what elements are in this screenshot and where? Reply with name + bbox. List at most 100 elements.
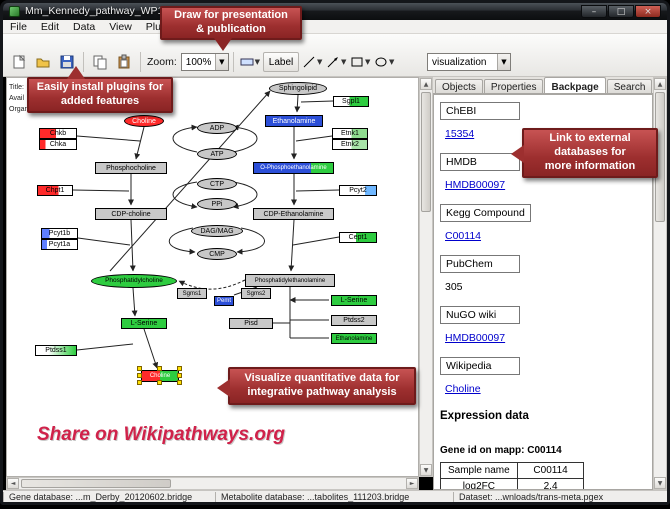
visualization-dropdown-arrow-icon[interactable]: ▼: [497, 54, 510, 70]
pathway-node-cdp-choline[interactable]: CDP-choline: [95, 208, 167, 220]
app-icon: [9, 5, 20, 17]
callout-line: databases for: [554, 146, 626, 159]
tab-backpage[interactable]: Backpage: [544, 77, 606, 93]
backpage-link-nugo-wiki[interactable]: HMDB00097: [445, 332, 506, 344]
canvas-info-label: Organ: [9, 106, 29, 113]
tab-properties[interactable]: Properties: [483, 79, 544, 93]
shape-tool-button[interactable]: ▼: [348, 51, 372, 73]
selection-handle[interactable]: [157, 366, 162, 371]
paste-button[interactable]: [112, 51, 136, 73]
selection-handle[interactable]: [137, 366, 142, 371]
pathway-node-adp[interactable]: ADP: [197, 122, 237, 134]
canvas-horizontal-scrollbar[interactable]: ◄ ►: [6, 477, 419, 490]
copy-button[interactable]: [88, 51, 112, 73]
side-tabs: ObjectsPropertiesBackpageSearchLegend: [433, 77, 670, 94]
selection-handle[interactable]: [137, 373, 142, 378]
pathway-node-sgms2[interactable]: Sgms2: [241, 288, 271, 299]
horizontal-scroll-thumb[interactable]: [21, 479, 171, 488]
pathway-edge: [77, 237, 131, 246]
scroll-down-arrow-icon[interactable]: ▼: [420, 464, 432, 476]
pathway-node-chkb[interactable]: Chkb: [39, 128, 77, 139]
pathway-node-ctp[interactable]: CTP: [197, 178, 237, 190]
pathway-node-o-phosphoethanolamine[interactable]: O-Phosphoethanolamine: [253, 162, 334, 174]
open-folder-icon: [36, 58, 50, 68]
scroll-up-arrow-icon[interactable]: ▲: [420, 78, 432, 90]
selection-handle[interactable]: [177, 373, 182, 378]
pathway-node-etnk1[interactable]: Etnk1: [332, 128, 368, 139]
ellipse-tool-button[interactable]: ▼: [372, 51, 396, 73]
pathway-node-cdp-ethanolamine[interactable]: CDP-Ethanolamine: [253, 208, 334, 220]
pathway-node-sphingolipid[interactable]: Sphingolipid: [269, 82, 327, 95]
pathway-node-pisd[interactable]: Pisd: [229, 318, 273, 329]
menu-file[interactable]: File: [10, 20, 27, 33]
pathway-node-pcyt1b[interactable]: Pcyt1b: [41, 228, 78, 239]
selection-handle[interactable]: [177, 366, 182, 371]
line-tool-button[interactable]: ▼: [300, 51, 324, 73]
selection-handle[interactable]: [177, 380, 182, 385]
pathway-node-pcyt2[interactable]: Pcyt2: [339, 185, 377, 196]
pathway-node-pcyt1a[interactable]: Pcyt1a: [41, 239, 78, 250]
pathway-node-choline[interactable]: Choline: [124, 115, 164, 127]
selection-handle[interactable]: [137, 380, 142, 385]
zoom-dropdown-arrow-icon[interactable]: ▼: [214, 54, 228, 70]
label-tool-button[interactable]: Label: [262, 52, 300, 72]
pathway-node-atp[interactable]: ATP: [197, 148, 237, 160]
selection-handle[interactable]: [157, 380, 162, 385]
pathway-node-ethanolamine[interactable]: Ethanolamine: [265, 115, 323, 127]
pathway-node-sgpl1[interactable]: Sgpl1: [333, 96, 369, 107]
pathway-node-ppi[interactable]: PPi: [197, 198, 237, 210]
pathway-edge: [72, 189, 130, 192]
vertical-scroll-thumb[interactable]: [421, 92, 431, 212]
menu-view[interactable]: View: [109, 20, 132, 33]
backpage-header-pubchem: PubChem: [440, 255, 520, 273]
tab-search[interactable]: Search: [606, 79, 653, 93]
pathway-node-ptdss1[interactable]: Ptdss1: [35, 345, 77, 356]
pathway-node-etnk2[interactable]: Etnk2: [332, 139, 368, 150]
arrow-tool-icon: [327, 57, 339, 68]
backpage-link-chebi[interactable]: 15354: [445, 128, 475, 140]
new-button[interactable]: [7, 51, 31, 73]
pathway-node-dag-mag[interactable]: DAG/MAG: [191, 225, 243, 237]
backpage-link-hmdb[interactable]: HMDB00097: [445, 179, 506, 191]
datanode-tool-button[interactable]: ▼: [238, 51, 262, 73]
open-button[interactable]: [31, 51, 55, 73]
pathway-node-phosphocholine[interactable]: Phosphocholine: [95, 162, 167, 174]
pathway-node-l-serine[interactable]: L-Serine: [331, 295, 377, 306]
pathway-node-chpt1[interactable]: Chpt1: [37, 185, 73, 196]
menu-data[interactable]: Data: [73, 20, 96, 33]
callout-line: Easily install plugins for: [36, 81, 164, 94]
callout-arrow-left: [511, 145, 524, 163]
maximize-button[interactable]: □: [608, 4, 634, 18]
pathway-node-sgms1[interactable]: Sgms1: [177, 288, 207, 299]
zoom-value[interactable]: 100%: [185, 56, 212, 68]
minimize-button[interactable]: –: [581, 4, 607, 18]
pathway-node-phosphatidylcholine[interactable]: Phosphatidylcholine: [91, 274, 177, 288]
scroll-left-arrow-icon[interactable]: ◄: [7, 478, 19, 489]
pathway-node-l-serine[interactable]: L-Serine: [121, 318, 167, 329]
pathway-node-cmp[interactable]: CMP: [197, 248, 237, 260]
pathway-node-phosphatidylethanolamine[interactable]: Phosphatidylethanolamine: [245, 274, 335, 287]
close-button[interactable]: ×: [635, 4, 661, 18]
canvas-info-label: Title:: [9, 84, 24, 91]
pathway-node-ethanolamine[interactable]: Ethanolamine: [331, 333, 377, 344]
pathway-node-chka[interactable]: Chka: [39, 139, 77, 150]
pathway-node-ptdss2[interactable]: Ptdss2: [331, 315, 377, 326]
expression-table-cell: Sample name: [440, 462, 518, 479]
pathway-node-pemt[interactable]: Pemt: [214, 296, 234, 306]
pathway-node-cept1[interactable]: Cept1: [339, 232, 377, 243]
visualization-select[interactable]: visualization ▼: [427, 53, 511, 71]
canvas-vertical-scrollbar[interactable]: ▲ ▼: [419, 77, 433, 477]
zoom-combo[interactable]: 100% ▼: [180, 53, 229, 71]
scroll-up-arrow-icon[interactable]: ▲: [654, 78, 666, 90]
arrow-tool-button[interactable]: ▼: [324, 51, 348, 73]
menu-edit[interactable]: Edit: [40, 20, 60, 33]
scroll-right-arrow-icon[interactable]: ►: [406, 478, 418, 489]
panel-vertical-scrollbar[interactable]: ▲ ▼: [653, 77, 667, 490]
backpage-link-wikipedia[interactable]: Choline: [445, 383, 481, 395]
backpage-link-kegg-compound[interactable]: C00114: [445, 230, 482, 242]
toolbar-separator: [140, 52, 141, 72]
tab-objects[interactable]: Objects: [435, 79, 483, 93]
scroll-down-arrow-icon[interactable]: ▼: [654, 477, 666, 489]
